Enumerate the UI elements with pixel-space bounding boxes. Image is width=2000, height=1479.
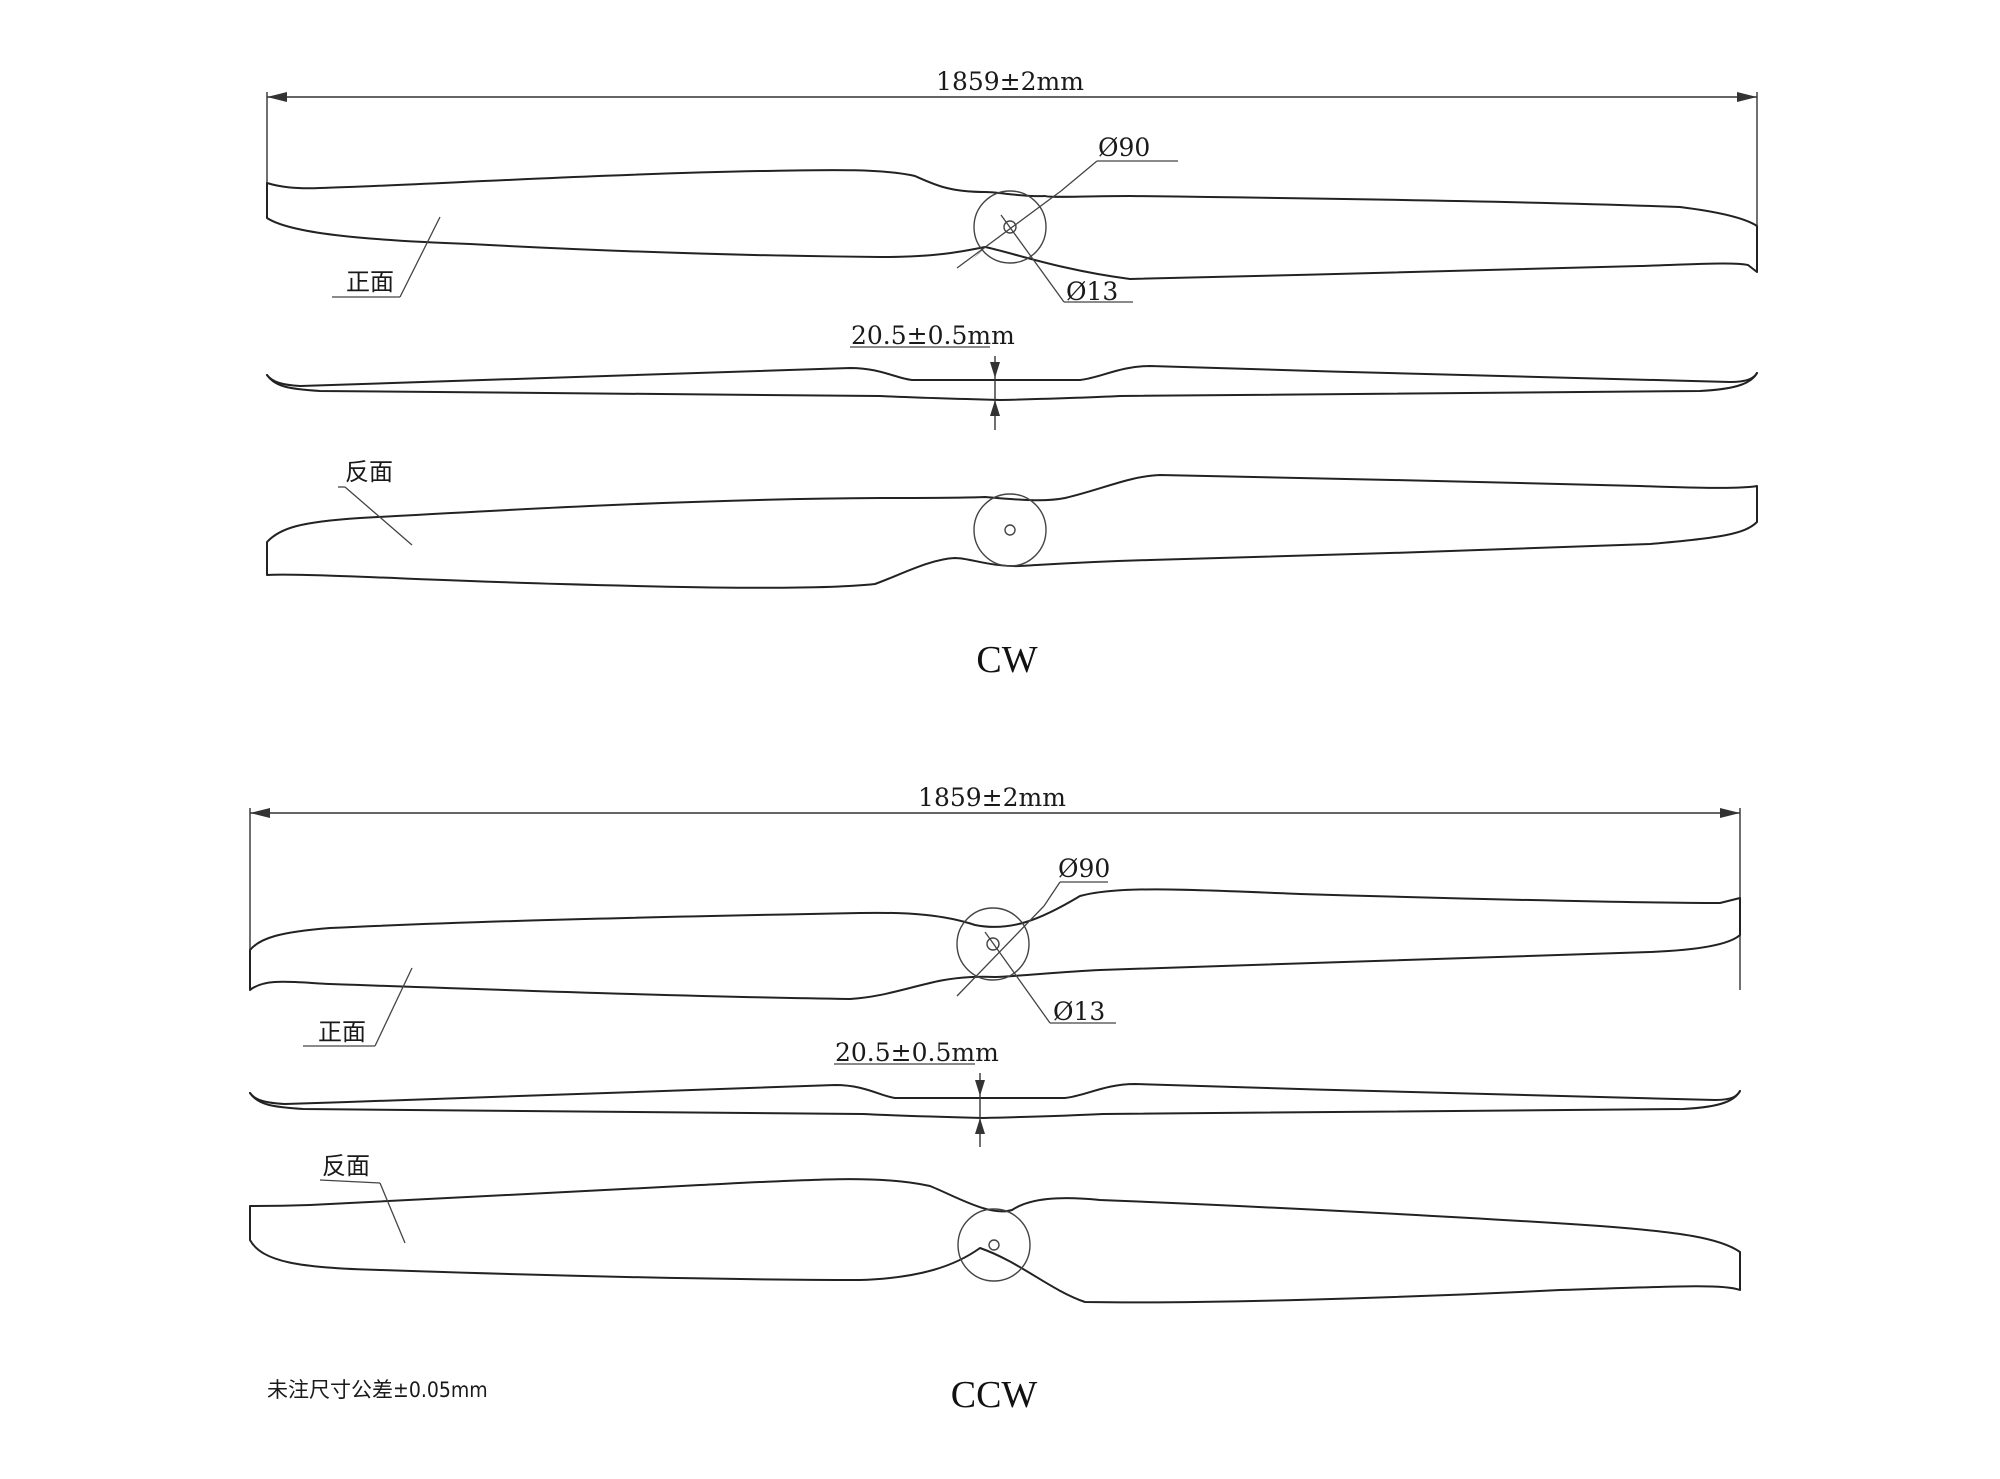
cw-back-bore-circle xyxy=(1004,524,1016,536)
cw-side-view: 20.5±0.5mm xyxy=(266,321,1758,430)
ccw-length-dimension: 1859±2mm xyxy=(249,783,1741,990)
cw-thickness-label: 20.5±0.5mm xyxy=(851,321,1015,350)
cw-front-view: Ø90 Ø13 正面 xyxy=(266,133,1758,306)
ccw-length-label: 1859±2mm xyxy=(918,783,1066,812)
cw-back-hub-circle xyxy=(973,493,1047,567)
cw-front-hub-circle xyxy=(973,190,1047,264)
cw-caption: CW xyxy=(976,639,1037,681)
ccw-back-label: 反面 xyxy=(322,1152,370,1180)
ccw-thickness-label: 20.5±0.5mm xyxy=(835,1038,999,1067)
cw-back-view: 反面 xyxy=(266,458,1758,589)
cw-section: 1859±2mm Ø90 Ø13 正面 xyxy=(266,67,1758,681)
ccw-front-label: 正面 xyxy=(318,1018,366,1046)
cw-back-label: 反面 xyxy=(345,458,393,486)
ccw-side-view: 20.5±0.5mm xyxy=(249,1038,1741,1147)
cw-front-bore-circle xyxy=(1003,220,1017,234)
ccw-bore-diameter-label: Ø13 xyxy=(1053,997,1105,1026)
ccw-back-hub-circle xyxy=(957,1208,1031,1282)
cw-length-label: 1859±2mm xyxy=(936,67,1084,96)
ccw-back-view: 反面 xyxy=(249,1152,1741,1304)
tolerance-note: 未注尺寸公差±0.05mm xyxy=(267,1378,488,1402)
cw-length-dimension: 1859±2mm xyxy=(266,67,1758,272)
cw-hub-diameter-label: Ø90 xyxy=(1098,133,1150,162)
ccw-hub-diameter-label: Ø90 xyxy=(1058,854,1110,883)
cw-bore-diameter-label: Ø13 xyxy=(1066,277,1118,306)
ccw-front-view: Ø90 Ø13 正面 xyxy=(249,854,1741,1047)
ccw-section: 1859±2mm Ø90 Ø13 正面 20.5±0.5mm xyxy=(249,783,1741,1416)
ccw-caption: CCW xyxy=(951,1374,1038,1416)
cw-front-label: 正面 xyxy=(346,268,394,296)
ccw-front-hub-circle xyxy=(956,907,1030,981)
ccw-back-bore-circle xyxy=(988,1239,1000,1251)
ccw-front-bore-circle xyxy=(986,937,1000,951)
